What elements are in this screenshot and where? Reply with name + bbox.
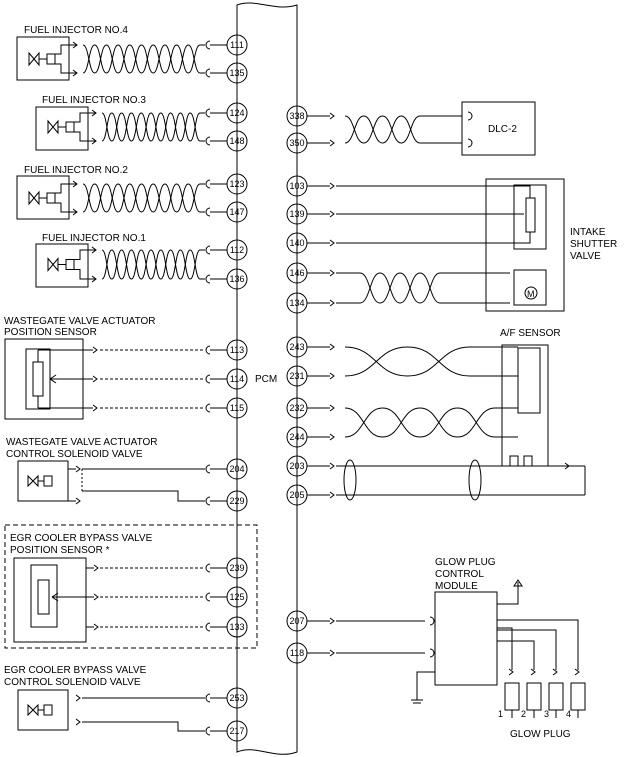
pin-140: 140 — [289, 238, 304, 248]
pin-136: 136 — [229, 274, 244, 284]
label-egr-solenoid-1: EGR COOLER BYPASS VALVE — [4, 665, 147, 676]
pin-204: 204 — [229, 464, 244, 474]
pin-203: 203 — [289, 461, 304, 471]
pin-125: 125 — [229, 592, 244, 602]
pin-232: 232 — [289, 403, 304, 413]
pin-229: 229 — [229, 496, 244, 506]
label-fuel-injector-4: FUEL INJECTOR NO.4 — [24, 25, 128, 36]
pin-239: 239 — [229, 563, 244, 573]
label-fuel-injector-3: FUEL INJECTOR NO.3 — [42, 95, 146, 106]
pin-114: 114 — [230, 374, 244, 384]
label-wastegate-solenoid-1: WASTEGATE VALVE ACTUATOR — [6, 437, 158, 448]
label-glow-module-3: MODULE — [435, 581, 478, 592]
label-wastegate-sensor-2: POSITION SENSOR — [4, 327, 97, 338]
pin-243: 243 — [289, 342, 304, 352]
label-fuel-injector-2: FUEL INJECTOR NO.2 — [24, 165, 128, 176]
pin-113: 113 — [230, 345, 244, 355]
pin-134: 134 — [289, 298, 304, 308]
pin-253: 253 — [229, 693, 244, 703]
pin-135: 135 — [229, 68, 244, 78]
pin-205: 205 — [289, 490, 304, 500]
label-egr-solenoid-2: CONTROL SOLENOID VALVE — [4, 677, 141, 688]
pin-231: 231 — [289, 371, 304, 381]
glow-plug-number-3: 3 — [544, 709, 549, 719]
pin-124: 124 — [229, 108, 244, 118]
wiring-graphics: M — [4, 36, 586, 736]
pin-217: 217 — [229, 726, 244, 736]
label-intake-3: VALVE — [570, 251, 601, 262]
pin-112: 112 — [230, 245, 244, 255]
label-wastegate-sensor-1: WASTEGATE VALVE ACTUATOR — [4, 316, 156, 327]
pin-147: 147 — [229, 207, 244, 217]
label-fuel-injector-1: FUEL INJECTOR NO.1 — [42, 233, 146, 244]
pin-123: 123 — [229, 179, 244, 189]
pin-350: 350 — [289, 138, 304, 148]
label-egr-sensor-2: POSITION SENSOR * — [10, 545, 110, 556]
glow-plug-number-4: 4 — [566, 709, 571, 719]
pin-146: 146 — [289, 268, 304, 278]
label-dlc2: DLC-2 — [488, 124, 517, 135]
pcm-body — [236, 2, 298, 755]
label-intake-1: INTAKE — [570, 227, 606, 238]
pin-111: 111 — [230, 40, 244, 50]
pin-118: 118 — [290, 648, 304, 658]
pin-139: 139 — [289, 209, 304, 219]
pin-148: 148 — [229, 136, 244, 146]
pin-layer: 111 135 124 148 123 147 112 136 113 114 115 204 229 2… — [226, 34, 308, 742]
label-wastegate-solenoid-2: CONTROL SOLENOID VALVE — [6, 449, 143, 460]
pin-115: 115 — [230, 403, 244, 413]
label-glow-module-2: CONTROL — [435, 569, 484, 580]
pin-133: 133 — [229, 622, 244, 632]
pin-207: 207 — [289, 616, 304, 626]
label-glow-module-1: GLOW PLUG — [435, 557, 496, 568]
pin-338: 338 — [289, 111, 304, 121]
pcm-label: PCM — [255, 374, 277, 385]
label-af-sensor: A/F SENSOR — [500, 328, 561, 339]
label-glow-plug: GLOW PLUG — [510, 729, 571, 740]
pin-103: 103 — [289, 181, 304, 191]
label-intake-2: SHUTTER — [570, 239, 617, 250]
motor-label: M — [527, 289, 535, 299]
glow-plug-number-2: 2 — [521, 709, 526, 719]
glow-plug-number-1: 1 — [498, 709, 503, 719]
pin-244: 244 — [289, 432, 304, 442]
label-egr-sensor-1: EGR COOLER BYPASS VALVE — [10, 533, 153, 544]
